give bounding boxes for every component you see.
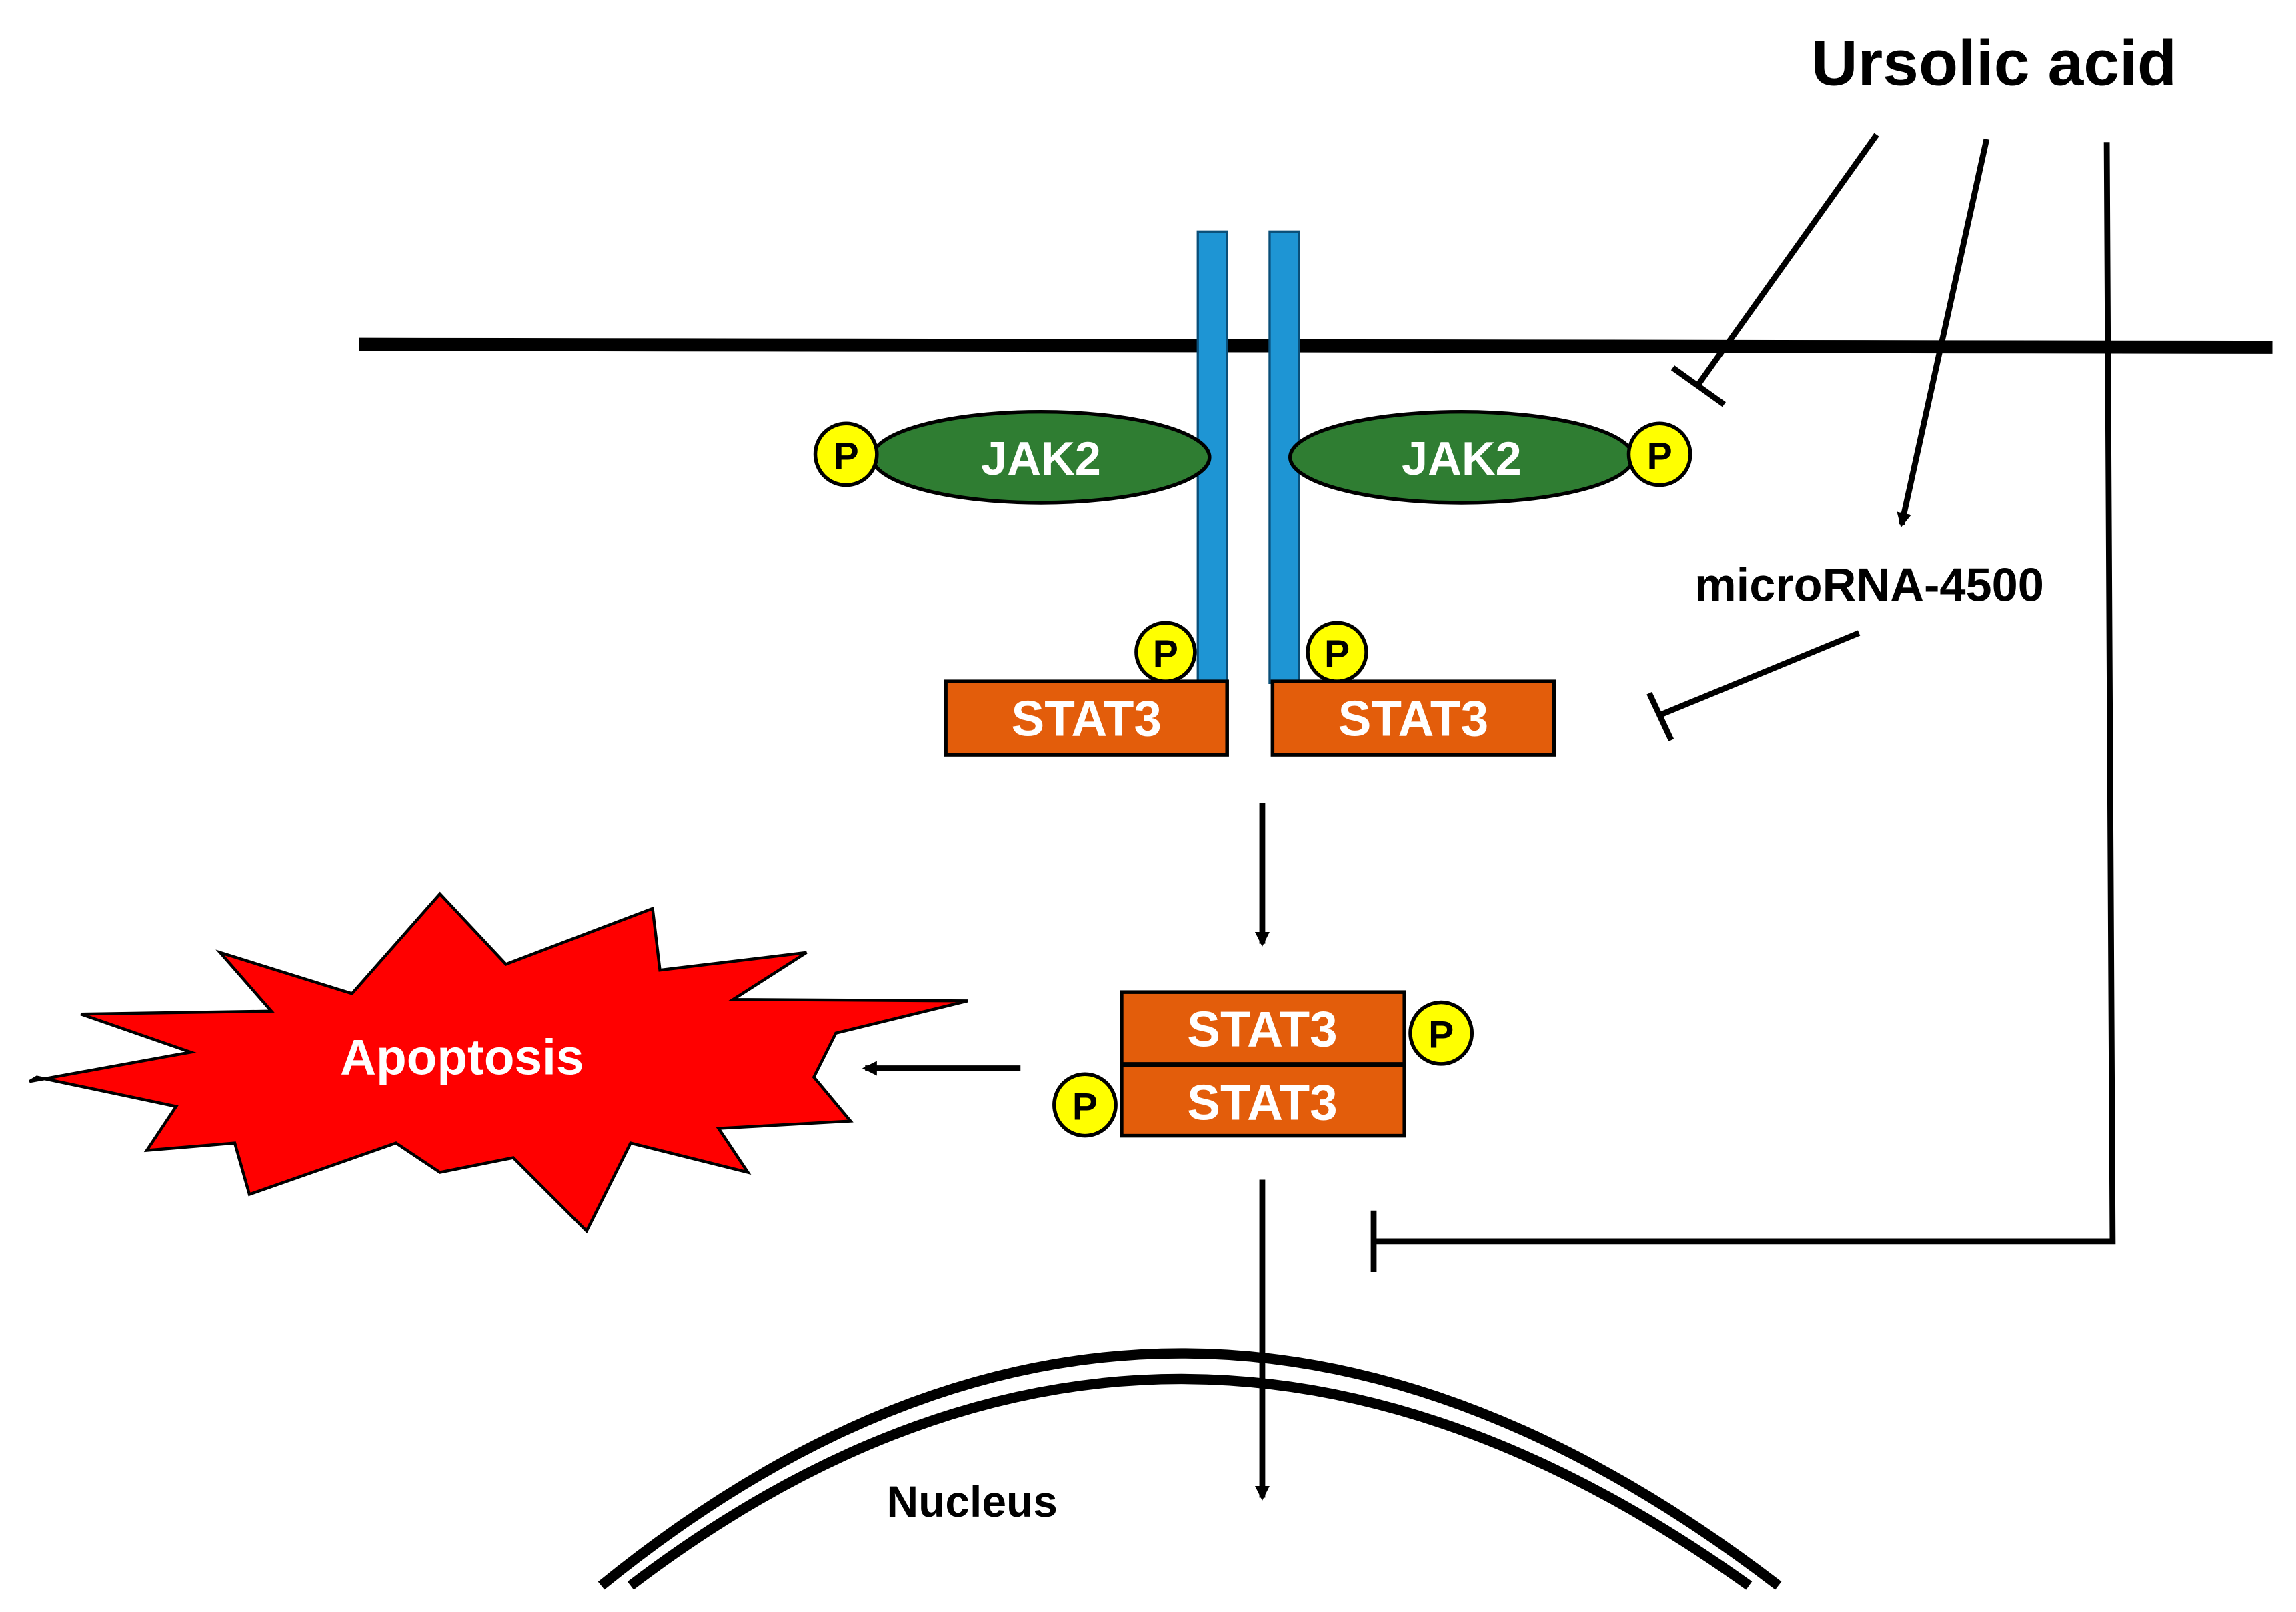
jak2-left: JAK2 [870,409,1212,505]
phospho-badge-jak2-left: P [813,421,879,487]
stat3-dimer-bottom: STAT3 [1120,1063,1406,1138]
stat3-dimer-bottom-label: STAT3 [1187,1074,1338,1130]
inhibition-line-jak2 [1670,133,1879,407]
stat3-left-label: STAT3 [1011,690,1162,746]
stat3-dimer-top: STAT3 [1120,990,1406,1066]
phospho-badge-dimer-top: P [1408,1000,1474,1066]
stat3-dimer-top-label: STAT3 [1187,1001,1338,1057]
nuclear-envelope-outer [598,1348,1782,1590]
phospho-label: P [1153,633,1178,675]
phospho-label: P [1428,1014,1454,1057]
stat3-right-label: STAT3 [1338,690,1489,746]
phospho-label: P [1324,633,1350,675]
jak2-left-label: JAK2 [981,432,1101,485]
jak2-right: JAK2 [1288,409,1635,505]
nucleus-label: Nucleus [886,1477,1058,1526]
stat3-right: STAT3 [1270,679,1556,757]
ursolic-acid-label: Ursolic acid [1811,27,2177,99]
nuclear-envelope-inner [627,1373,1753,1590]
inhibition-line-stat3 [1646,630,1861,741]
phospho-label: P [834,435,859,477]
phospho-badge-jak2-right: P [1626,421,1692,487]
apoptosis-label: Apoptosis [340,1029,584,1085]
activation-arrow-mirna [1897,138,1990,528]
cell-membrane [359,337,2273,354]
phospho-badge-receptor-right: P [1306,621,1368,683]
jak2-right-label: JAK2 [1402,432,1522,485]
apoptosis-burst: Apoptosis [29,891,968,1234]
phospho-label: P [1647,435,1672,477]
stat3-left: STAT3 [944,679,1229,757]
phospho-badge-dimer-bottom: P [1052,1072,1118,1138]
phospho-badge-receptor-left: P [1134,621,1197,683]
phospho-label: P [1072,1085,1098,1128]
mirna-label: microRNA-4500 [1694,558,2044,611]
inhibition-line-translocation [1370,142,2116,1273]
